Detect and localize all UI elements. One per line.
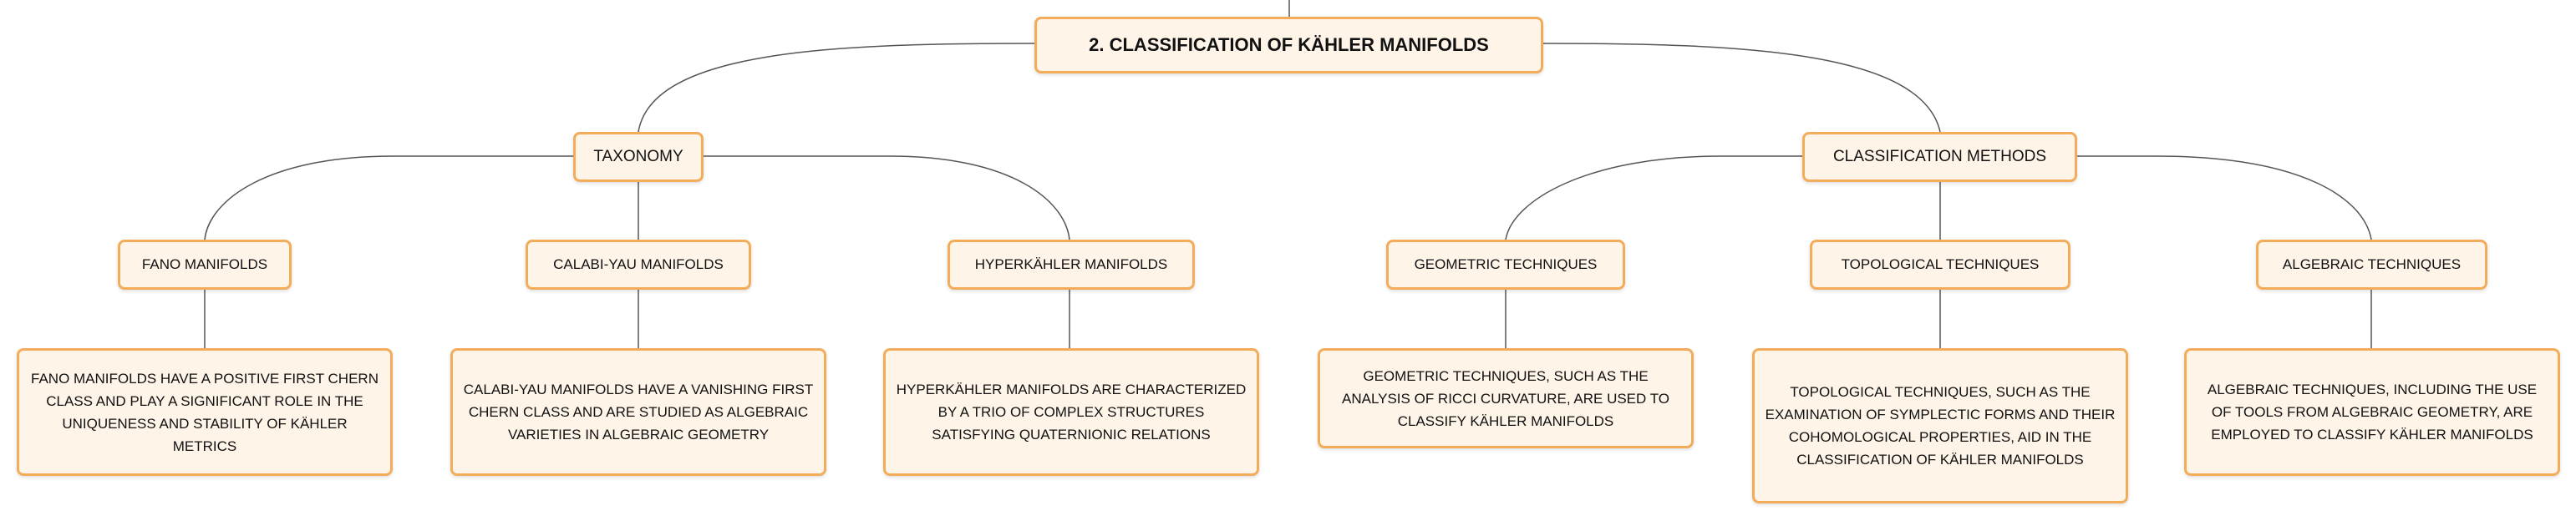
- description-text: TOPOLOGICAL TECHNIQUES, SUCH AS THE EXAM…: [1765, 384, 2116, 468]
- description-node-fano: FANO MANIFOLDS HAVE A POSITIVE FIRST CHE…: [17, 348, 393, 476]
- category-label: FANO MANIFOLDS: [141, 256, 268, 272]
- category-label: HYPERKÄHLER MANIFOLDS: [974, 256, 1168, 272]
- category-label: ALGEBRAIC TECHNIQUES: [2282, 256, 2462, 272]
- branch-node-taxonomy[interactable]: TAXONOMY: [573, 132, 704, 182]
- category-node-algebraic[interactable]: ALGEBRAIC TECHNIQUES: [2256, 240, 2487, 290]
- connector-methods-geometric: [1505, 155, 1802, 240]
- root-label: 2. CLASSIFICATION OF KÄHLER MANIFOLDS: [1089, 34, 1489, 55]
- category-node-geometric[interactable]: GEOMETRIC TECHNIQUES: [1386, 240, 1625, 290]
- branch-label: TAXONOMY: [593, 148, 683, 165]
- description-text: FANO MANIFOLDS HAVE A POSITIVE FIRST CHE…: [31, 370, 379, 454]
- connector-root-taxonomy: [638, 43, 1035, 133]
- description-node-algebraic: ALGEBRAIC TECHNIQUES, INCLUDING THE USE …: [2184, 348, 2560, 476]
- branch-node-classification-methods[interactable]: CLASSIFICATION METHODS: [1802, 132, 2077, 182]
- connector-root-methods: [1542, 43, 1941, 133]
- description-text: HYPERKÄHLER MANIFOLDS ARE CHARACTERIZED …: [896, 382, 1247, 443]
- branch-label: CLASSIFICATION METHODS: [1832, 148, 2047, 165]
- category-label: GEOMETRIC TECHNIQUES: [1414, 256, 1598, 272]
- description-text: ALGEBRAIC TECHNIQUES, INCLUDING THE USE …: [2207, 382, 2538, 443]
- connector-taxonomy-hyper: [704, 155, 1070, 240]
- category-node-calabi-yau[interactable]: CALABI-YAU MANIFOLDS: [526, 240, 751, 290]
- connector-taxonomy-fano: [204, 155, 573, 240]
- description-node-topological: TOPOLOGICAL TECHNIQUES, SUCH AS THE EXAM…: [1752, 348, 2128, 503]
- category-node-topological[interactable]: TOPOLOGICAL TECHNIQUES: [1810, 240, 2070, 290]
- connector-methods-algebraic: [2077, 155, 2372, 240]
- category-node-hyperkahler[interactable]: HYPERKÄHLER MANIFOLDS: [948, 240, 1195, 290]
- description-text: CALABI-YAU MANIFOLDS HAVE A VANISHING FI…: [463, 382, 814, 443]
- root-node[interactable]: 2. CLASSIFICATION OF KÄHLER MANIFOLDS: [1034, 17, 1543, 73]
- description-node-calabi-yau: CALABI-YAU MANIFOLDS HAVE A VANISHING FI…: [450, 348, 826, 476]
- category-node-fano[interactable]: FANO MANIFOLDS: [118, 240, 292, 290]
- category-label: TOPOLOGICAL TECHNIQUES: [1841, 256, 2040, 272]
- description-text: GEOMETRIC TECHNIQUES, SUCH AS THE ANALYS…: [1341, 367, 1670, 429]
- description-node-geometric: GEOMETRIC TECHNIQUES, SUCH AS THE ANALYS…: [1318, 348, 1694, 448]
- category-label: CALABI-YAU MANIFOLDS: [553, 256, 724, 272]
- description-node-hyperkahler: HYPERKÄHLER MANIFOLDS ARE CHARACTERIZED …: [883, 348, 1259, 476]
